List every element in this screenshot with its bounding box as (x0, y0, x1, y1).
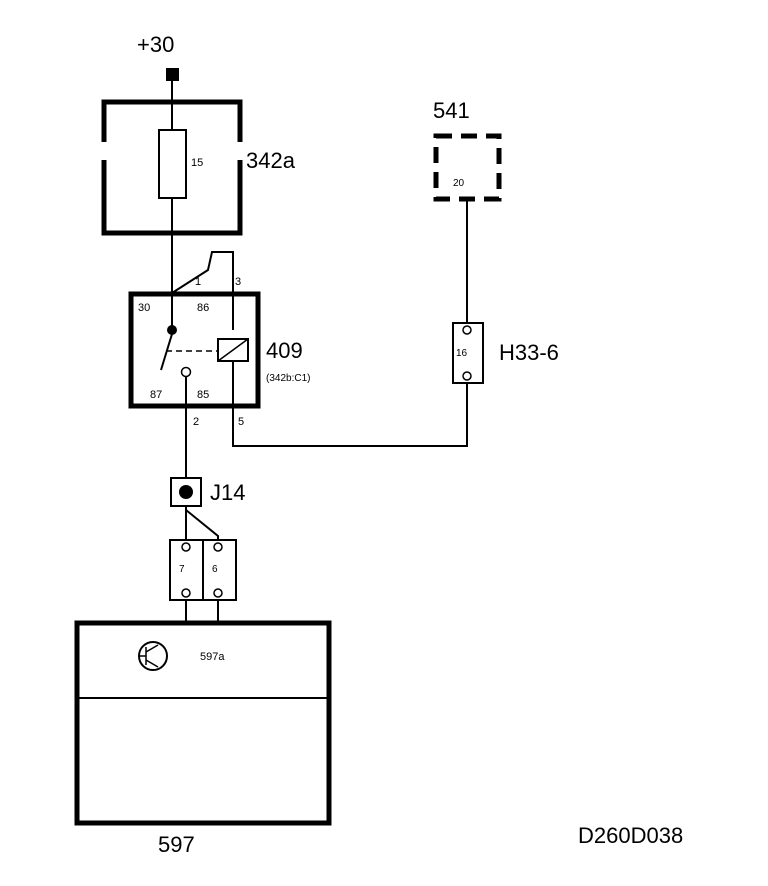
connector-7-6: 7 6 (169, 539, 237, 601)
fuse-box-label: 342a (246, 148, 296, 173)
connector-h33: 16 H33-6 (452, 322, 559, 384)
fuse-15 (158, 129, 187, 199)
supply-terminal (166, 68, 179, 81)
wire-end-1: 1 (195, 276, 201, 288)
wire-end-3: 3 (235, 276, 241, 288)
relay-pin-86: 86 (197, 302, 209, 314)
connector-h33-label: H33-6 (499, 340, 559, 365)
fuse-box-342a: 15 342a (101, 99, 296, 236)
connector-pin-7: 7 (179, 564, 185, 575)
relay-location: (342b:C1) (266, 373, 310, 384)
relay-label: 409 (266, 338, 303, 363)
relay-pin-85: 85 (197, 389, 209, 401)
wire-relay-to-h33 (232, 384, 468, 447)
supply-label: +30 (137, 32, 174, 57)
relay-contact-pivot (167, 325, 177, 335)
splice-j14: J14 (170, 477, 245, 507)
connector-pin-6: 6 (212, 564, 218, 575)
wire-end-2: 2 (193, 416, 199, 428)
module-541-box (433, 133, 502, 202)
relay-409: 1 3 30 86 87 85 409 (342b:C1) (128, 251, 310, 409)
relay-contact-87 (180, 366, 192, 378)
relay-pin-30: 30 (138, 302, 150, 314)
connector-h33-pin: 16 (456, 348, 468, 359)
relay-pin-87: 87 (150, 389, 162, 401)
unit-597: 597a (74, 620, 332, 826)
unit-label: 597 (158, 832, 195, 857)
drawing-code: D260D038 (578, 823, 683, 848)
splice-label: J14 (210, 480, 245, 505)
fuse-number: 15 (191, 157, 203, 169)
wire-end-5: 5 (238, 416, 244, 428)
unit-sub-label: 597a (200, 651, 225, 663)
module-541-pin: 20 (453, 178, 465, 189)
module-541-label: 541 (433, 98, 470, 123)
transistor-icon (138, 641, 168, 671)
